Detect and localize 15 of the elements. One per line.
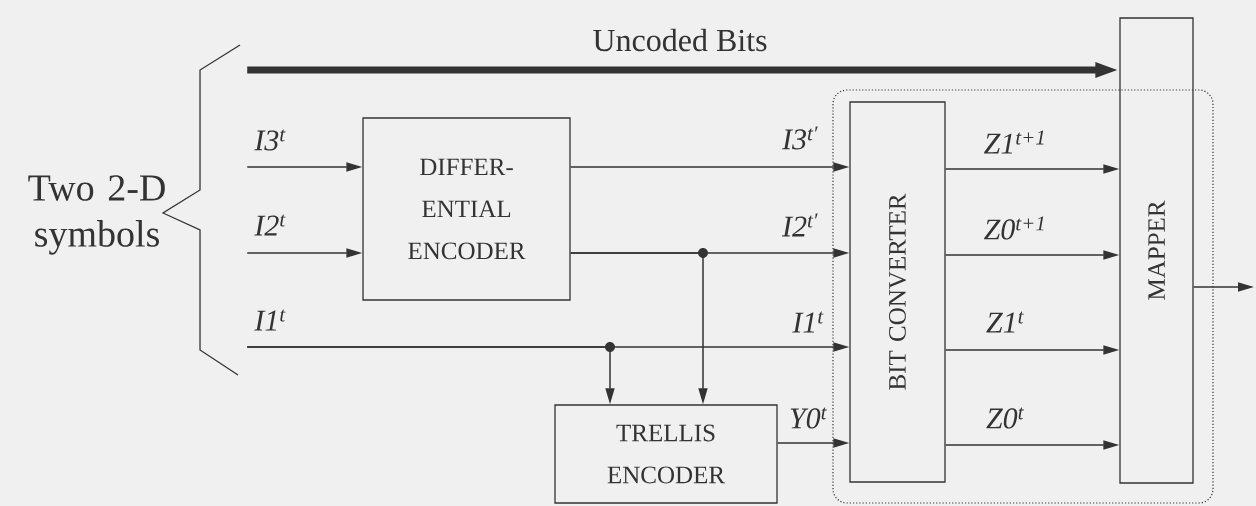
edge-label: I2$^{t}$ (253, 213, 287, 237)
edge-label: I1$^{t}$ (253, 308, 287, 332)
edge-label: Z0$^{t+1}$ (982, 215, 1048, 241)
edge-label: I3$^{t}$ (253, 128, 287, 152)
edge-label: I3$^{t′}$ (781, 125, 819, 151)
block-box: BIT CONVERTER (849, 101, 946, 483)
block-box: DIFFER- ENTIAL ENCODER (362, 117, 571, 301)
edge-label: Y0$^{t}$ (788, 406, 828, 430)
signal-label: I1$^{t}$ (792, 311, 824, 333)
group-label: Two 2-D symbols (28, 175, 165, 255)
block-box: MAPPER (1119, 17, 1194, 484)
edge-label: Z0$^{t}$ (985, 406, 1025, 430)
edge-label: I2$^{t′}$ (781, 212, 819, 238)
block-box: TRELLIS ENCODER (554, 404, 778, 504)
edge-label: Uncoded Bits (591, 27, 769, 53)
